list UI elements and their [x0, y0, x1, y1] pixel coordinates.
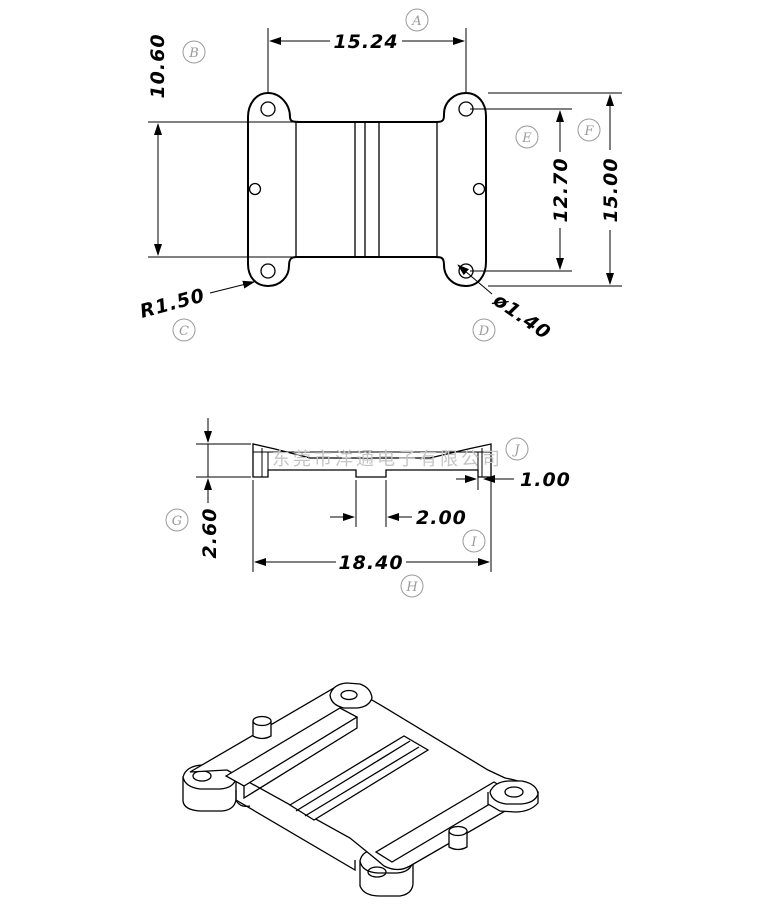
dim-10-60: 10.60: [147, 33, 169, 98]
isometric-view: [182, 682, 540, 897]
locating-pin: [252, 715, 272, 740]
svg-text:E: E: [521, 131, 532, 146]
callout-f: F: [577, 118, 601, 142]
iso-channel-edge: [295, 740, 411, 812]
callout-c: C: [172, 318, 196, 342]
iso-channel-edge: [304, 746, 420, 817]
iso-end-tab: [182, 764, 237, 812]
locating-pin: [448, 825, 468, 851]
dim-18-40: 18.40: [338, 552, 403, 574]
mounting-hole: [260, 101, 276, 117]
watermark: 东莞市洋通电子有限公司: [272, 449, 503, 470]
callout-h: H: [400, 574, 424, 598]
callout-b: B: [182, 40, 206, 64]
leader-line: [209, 280, 255, 294]
dim-dia-1-40: ø1.40: [488, 289, 555, 345]
top-view-outline: [247, 91, 487, 288]
dim-12-70: 12.70: [550, 157, 572, 222]
dim-15-00: 15.00: [600, 157, 622, 222]
svg-text:H: H: [405, 580, 418, 595]
callout-j: J: [505, 437, 529, 461]
dim-2-60: 2.60: [199, 508, 221, 559]
mounting-hole: [367, 866, 387, 878]
svg-text:I: I: [470, 535, 477, 550]
side-view: 东莞市洋通电子有限公司 2.60 1.00 2.00 18.40: [196, 418, 571, 574]
svg-text:B: B: [188, 46, 199, 61]
svg-text:A: A: [411, 14, 421, 29]
callout-d: D: [472, 318, 496, 342]
svg-text:C: C: [179, 324, 189, 339]
dim-1-00: 1.00: [520, 469, 571, 491]
iso-front-edge: [235, 790, 356, 872]
svg-text:G: G: [172, 514, 182, 529]
dim-2-00: 2.00: [416, 507, 467, 529]
svg-text:F: F: [583, 124, 594, 139]
leader-line: [457, 264, 493, 295]
callout-i: I: [462, 529, 486, 553]
callout-e: E: [515, 125, 539, 149]
locating-pin: [472, 182, 486, 196]
iso-left-rail-side: [243, 717, 358, 800]
locating-pin: [248, 182, 262, 196]
iso-back-tab: [487, 780, 539, 813]
callout-g: G: [165, 508, 189, 532]
top-view: 15.24 10.60 12.70 15.00 R1.50 ø1.40: [138, 28, 622, 344]
mounting-hole: [340, 689, 358, 701]
svg-text:J: J: [511, 443, 520, 458]
callout-a: A: [405, 8, 429, 32]
dim-15-24: 15.24: [333, 31, 398, 53]
iso-front-edge: [235, 799, 251, 808]
callouts: A B C D E F G H I J: [165, 8, 601, 598]
svg-text:D: D: [478, 324, 490, 339]
mounting-hole: [504, 786, 524, 798]
iso-back-tab: [329, 682, 373, 709]
mounting-hole: [260, 263, 276, 279]
dim-r1-50: R1.50: [138, 284, 208, 322]
